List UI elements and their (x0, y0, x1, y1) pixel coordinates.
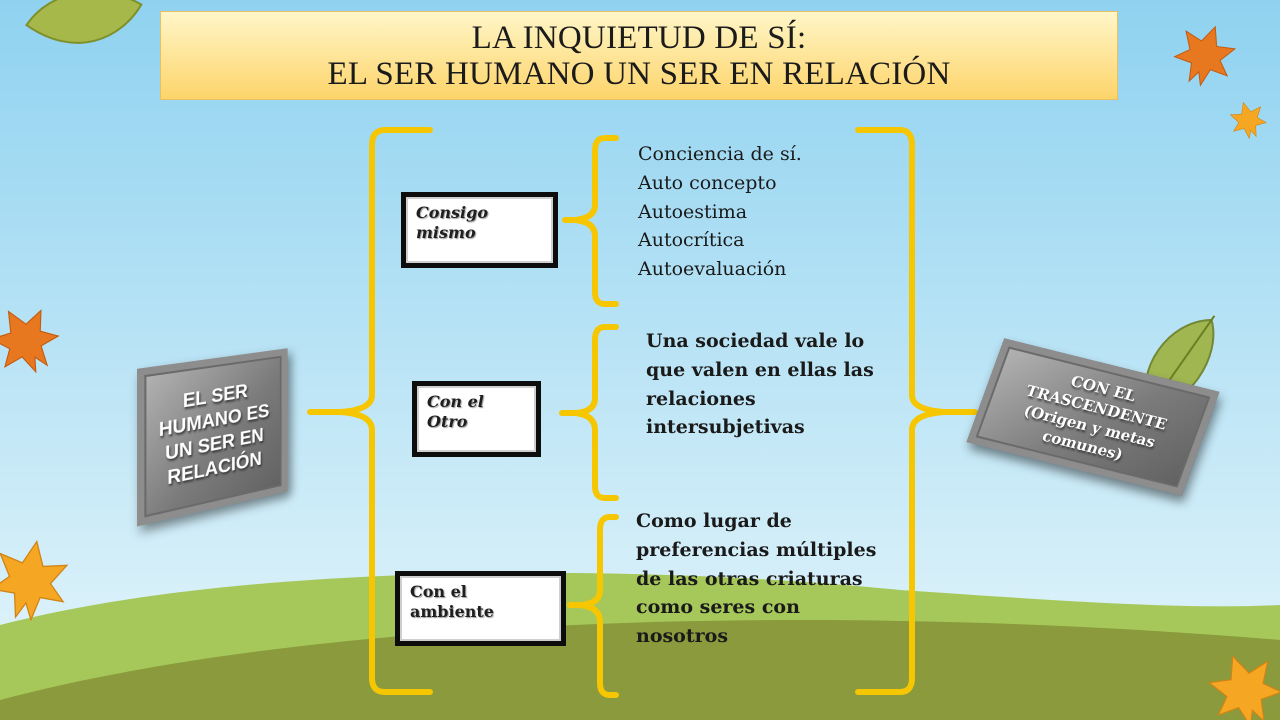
detail-line: Auto concepto (638, 171, 777, 194)
brace-1 (562, 135, 619, 307)
detail-line: relaciones (646, 387, 756, 410)
detail-line: de las otras criaturas (636, 567, 863, 590)
details-other: Una sociedad vale lo que valen en ellas … (646, 327, 874, 442)
detail-line: preferencias múltiples (636, 538, 877, 561)
relation-label: Con el Otro (427, 392, 484, 431)
maple-leaf-icon (0, 309, 60, 374)
central-concept-label: EL SER HUMANO ES UN SER EN RELACIÓN (158, 381, 270, 490)
relation-box-self: Consigo mismo (401, 192, 558, 268)
maple-leaf-icon (1229, 101, 1267, 140)
green-leaf-icon (25, 0, 143, 44)
detail-line: Como lugar de (636, 510, 792, 532)
title-line-1: LA INQUIETUD DE SÍ: (471, 20, 807, 56)
details-self: Conciencia de sí. Auto concepto Autoesti… (638, 140, 802, 284)
brace-3 (567, 514, 619, 698)
title-line-2: EL SER HUMANO UN SER EN RELACIÓN (327, 56, 951, 92)
title-banner: LA INQUIETUD DE SÍ: EL SER HUMANO UN SER… (160, 11, 1118, 100)
relation-label: Con el ambiente (410, 582, 494, 621)
detail-line: nosotros (636, 625, 729, 648)
relation-box-other: Con el Otro (412, 381, 541, 457)
maple-leaf-icon (1207, 654, 1280, 720)
brace-right (855, 127, 978, 695)
hill-front (0, 620, 1280, 720)
detail-line: Autocrítica (638, 229, 745, 252)
brace-main (307, 127, 433, 695)
relation-box-environment: Con el ambiente (395, 571, 566, 646)
maple-leaf-icon (1173, 25, 1237, 87)
detail-line: Conciencia de sí. (638, 143, 802, 165)
detail-line: como seres con (636, 596, 800, 619)
detail-line: que valen en ellas las (646, 358, 874, 381)
detail-line: Una sociedad vale lo (646, 330, 865, 352)
relation-label: Consigo mismo (416, 203, 488, 242)
detail-line: Autoestima (638, 200, 748, 223)
detail-line: intersubjetivas (646, 416, 805, 439)
brace-2 (559, 324, 619, 501)
details-environment: Como lugar de preferencias múltiples de … (636, 507, 876, 651)
detail-line: Autoevaluación (638, 258, 787, 281)
maple-leaf-icon (0, 540, 69, 622)
